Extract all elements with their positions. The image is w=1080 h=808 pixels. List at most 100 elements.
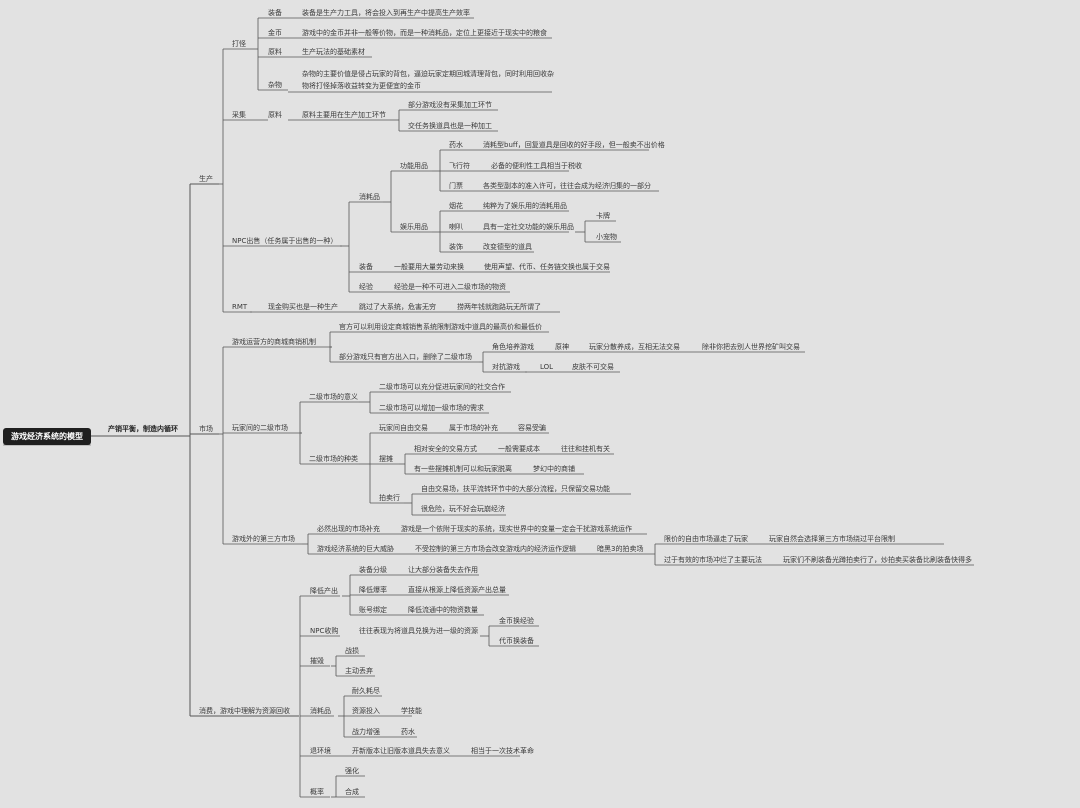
node-secondary-meaning-1[interactable]: 二级市场可以充分促进玩家间的社交合作 — [379, 383, 505, 391]
node-kill-monsters[interactable]: 打怪 — [232, 40, 246, 48]
node-small-pet[interactable]: 小宠物 — [596, 233, 617, 241]
node-destroy[interactable]: 摧毁 — [310, 657, 324, 665]
node-gathering-material-desc[interactable]: 原料主要用在生产加工环节 — [302, 111, 386, 119]
node-diablo3-auction[interactable]: 暗黑3的拍卖场 — [597, 545, 644, 553]
node-functional-items[interactable]: 功能用品 — [400, 162, 428, 170]
node-material-desc[interactable]: 生产玩法的基础素材 — [302, 48, 365, 56]
node-battle-loss[interactable]: 战损 — [345, 647, 359, 655]
node-drop-rate-desc[interactable]: 直接从根源上降低资源产出总量 — [408, 586, 506, 594]
node-lol[interactable]: LOL — [540, 363, 554, 371]
node-resource-input[interactable]: 资源投入 — [352, 707, 380, 715]
node-equipment[interactable]: 装备 — [268, 9, 282, 17]
node-operator-mall-note-1[interactable]: 官方可以利用设定商城销售系统限制游戏中道具的最高价和最低价 — [339, 323, 542, 331]
node-third-party-1[interactable]: 必然出现的市场补充 — [317, 525, 380, 533]
node-equipment-desc[interactable]: 装备是生产力工具，将会投入到再生产中提高生产效率 — [302, 9, 470, 17]
root-node[interactable]: 游戏经济系统的模型 — [3, 428, 91, 445]
node-material[interactable]: 原料 — [268, 48, 282, 56]
node-fireworks-desc[interactable]: 纯粹为了娱乐用的消耗用品 — [483, 202, 567, 210]
node-consumption[interactable]: 消费，游戏中理解为资源回收 — [199, 707, 290, 715]
node-gathering-note-2[interactable]: 交任务换道具也是一种加工 — [408, 122, 492, 130]
node-third-party-2-desc[interactable]: 不受控制的第三方市场会改变游戏内的经济运作逻辑 — [415, 545, 576, 553]
node-genshin-desc-2[interactable]: 除非你把去别人世界挖矿叫交易 — [702, 343, 800, 351]
node-experience[interactable]: 经验 — [359, 283, 373, 291]
node-npc-buyback[interactable]: NPC收购 — [310, 627, 339, 635]
node-potion-desc[interactable]: 消耗型buff，回复道具是回收的好手段，但一般卖不出价格 — [483, 141, 665, 149]
node-auction-house-1[interactable]: 自由交易场，扶平流转环节中的大部分流程，只保留交易功能 — [421, 485, 610, 493]
node-ticket-desc[interactable]: 各类型副本的准入许可，往往会成为经济归集的一部分 — [483, 182, 651, 190]
node-npc-sale[interactable]: NPC出售（任务属于出售的一种） — [232, 237, 338, 245]
node-stall-1-desc[interactable]: 一般需要成本 — [498, 445, 540, 453]
node-genshin[interactable]: 原神 — [555, 343, 569, 351]
node-junk[interactable]: 杂物 — [268, 81, 282, 89]
node-free-trade[interactable]: 玩家间自由交易 — [379, 424, 428, 432]
node-gear-tiering[interactable]: 装备分级 — [359, 566, 387, 574]
node-retire-desc[interactable]: 开新版本让旧版本道具失去意义 — [352, 747, 450, 755]
node-rpg-games[interactable]: 角色培养游戏 — [492, 343, 534, 351]
node-potion[interactable]: 药水 — [449, 141, 463, 149]
main-branch-label[interactable]: 产销平衡，制造内循环 — [108, 425, 178, 433]
node-diablo3-1-desc[interactable]: 玩家自然会选择第三方市场绕过平台限制 — [769, 535, 895, 543]
node-durability[interactable]: 耐久耗尽 — [352, 687, 380, 695]
node-operator-mall-note-2[interactable]: 部分游戏只有官方出入口，删除了二级市场 — [339, 353, 472, 361]
node-secondary-types[interactable]: 二级市场的种类 — [309, 455, 358, 463]
node-experience-desc[interactable]: 经验是一种不可进入二级市场的物资 — [394, 283, 506, 291]
node-decoration[interactable]: 装饰 — [449, 243, 463, 251]
node-npc-equipment-desc-2[interactable]: 使用声望、代币、任务链交换也属于交易 — [484, 263, 610, 271]
node-rmt-desc[interactable]: 现金购买也是一种生产 — [268, 303, 338, 311]
node-fireworks[interactable]: 烟花 — [449, 202, 463, 210]
node-diablo3-2-desc[interactable]: 玩家们不刷装备光蹲拍卖行了，炒拍卖买装备比刷装备快得多 — [783, 556, 972, 564]
node-genshin-desc[interactable]: 玩家分散养成，互相无法交易 — [589, 343, 680, 351]
node-rmt[interactable]: RMT — [232, 303, 248, 311]
node-flight-charm[interactable]: 飞行符 — [449, 162, 470, 170]
node-gold-for-exp[interactable]: 金币换经验 — [499, 617, 534, 625]
node-synthesis[interactable]: 合成 — [345, 788, 359, 796]
node-stall[interactable]: 摆摊 — [379, 455, 393, 463]
node-auction-house[interactable]: 拍卖行 — [379, 494, 400, 502]
node-rmt-desc-3[interactable]: 捞两年钱就跑路玩无所谓了 — [457, 303, 541, 311]
node-gathering[interactable]: 采集 — [232, 111, 246, 119]
node-third-party-market[interactable]: 游戏外的第三方市场 — [232, 535, 295, 543]
node-free-trade-desc-2[interactable]: 容易受骗 — [518, 424, 546, 432]
node-stall-1-desc-2[interactable]: 往往和挂机有关 — [561, 445, 610, 453]
node-gold[interactable]: 金币 — [268, 29, 282, 37]
node-reduce-output[interactable]: 降低产出 — [310, 587, 338, 595]
node-gold-desc[interactable]: 游戏中的金币并非一般等价物，而是一种消耗品，定位上更接近于现实中的粮食 — [302, 29, 547, 37]
node-player-secondary-market[interactable]: 玩家间的二级市场 — [232, 424, 288, 432]
node-entertainment-items[interactable]: 娱乐用品 — [400, 223, 428, 231]
node-enhance[interactable]: 强化 — [345, 767, 359, 775]
node-stall-2[interactable]: 有一些摆摊机制可以和玩家脱离 — [414, 465, 512, 473]
node-drop-rate[interactable]: 降低爆率 — [359, 586, 387, 594]
node-npc-buyback-desc[interactable]: 往往表现为将道具兑换为进一级的资源 — [359, 627, 478, 635]
node-horn-desc[interactable]: 具有一定社交功能的娱乐用品 — [483, 223, 574, 231]
node-ticket[interactable]: 门票 — [449, 182, 463, 190]
node-market[interactable]: 市场 — [199, 425, 213, 433]
node-npc-equipment-desc[interactable]: 一般要用大量劳动来换 — [394, 263, 464, 271]
node-production[interactable]: 生产 — [199, 175, 213, 183]
node-potion-2[interactable]: 药水 — [401, 728, 415, 736]
node-account-binding[interactable]: 账号绑定 — [359, 606, 387, 614]
node-gathering-material[interactable]: 原料 — [268, 111, 282, 119]
node-secondary-meaning[interactable]: 二级市场的意义 — [309, 393, 358, 401]
node-gathering-note-1[interactable]: 部分游戏没有采集加工环节 — [408, 101, 492, 109]
node-diablo3-1[interactable]: 限价的自由市场逼走了玩家 — [664, 535, 748, 543]
node-secondary-meaning-2[interactable]: 二级市场可以增加一级市场的需求 — [379, 404, 484, 412]
node-learn-skill[interactable]: 学技能 — [401, 707, 422, 715]
node-lol-desc[interactable]: 皮肤不可交易 — [572, 363, 614, 371]
node-discard[interactable]: 主动丢弃 — [345, 667, 373, 675]
node-operator-mall[interactable]: 游戏运营方的商城商销机制 — [232, 338, 316, 346]
node-power-boost[interactable]: 战力增强 — [352, 728, 380, 736]
node-auction-house-2[interactable]: 很危险，玩不好会玩崩经济 — [421, 505, 505, 513]
node-gear-tiering-desc[interactable]: 让大部分装备失去作用 — [408, 566, 478, 574]
node-npc-equipment[interactable]: 装备 — [359, 263, 373, 271]
node-token-for-gear[interactable]: 代币换装备 — [499, 637, 534, 645]
node-horn[interactable]: 喇叭 — [449, 223, 463, 231]
node-third-party-2[interactable]: 游戏经济系统的巨大威胁 — [317, 545, 394, 553]
node-stall-1[interactable]: 相对安全的交易方式 — [414, 445, 477, 453]
node-retire[interactable]: 退环境 — [310, 747, 331, 755]
node-consumables-2[interactable]: 消耗品 — [310, 707, 331, 715]
node-rmt-desc-2[interactable]: 跳过了大系统，危害无穷 — [359, 303, 436, 311]
node-probability[interactable]: 概率 — [310, 788, 324, 796]
node-junk-desc[interactable]: 杂物的主要价值是侵占玩家的背包，逼迫玩家定期回城清理背包，同时利用回收杂物将打怪… — [302, 70, 554, 90]
node-free-trade-desc[interactable]: 属于市场的补充 — [449, 424, 498, 432]
node-diablo3-2[interactable]: 过于有效的市场冲烂了主要玩法 — [664, 556, 762, 564]
